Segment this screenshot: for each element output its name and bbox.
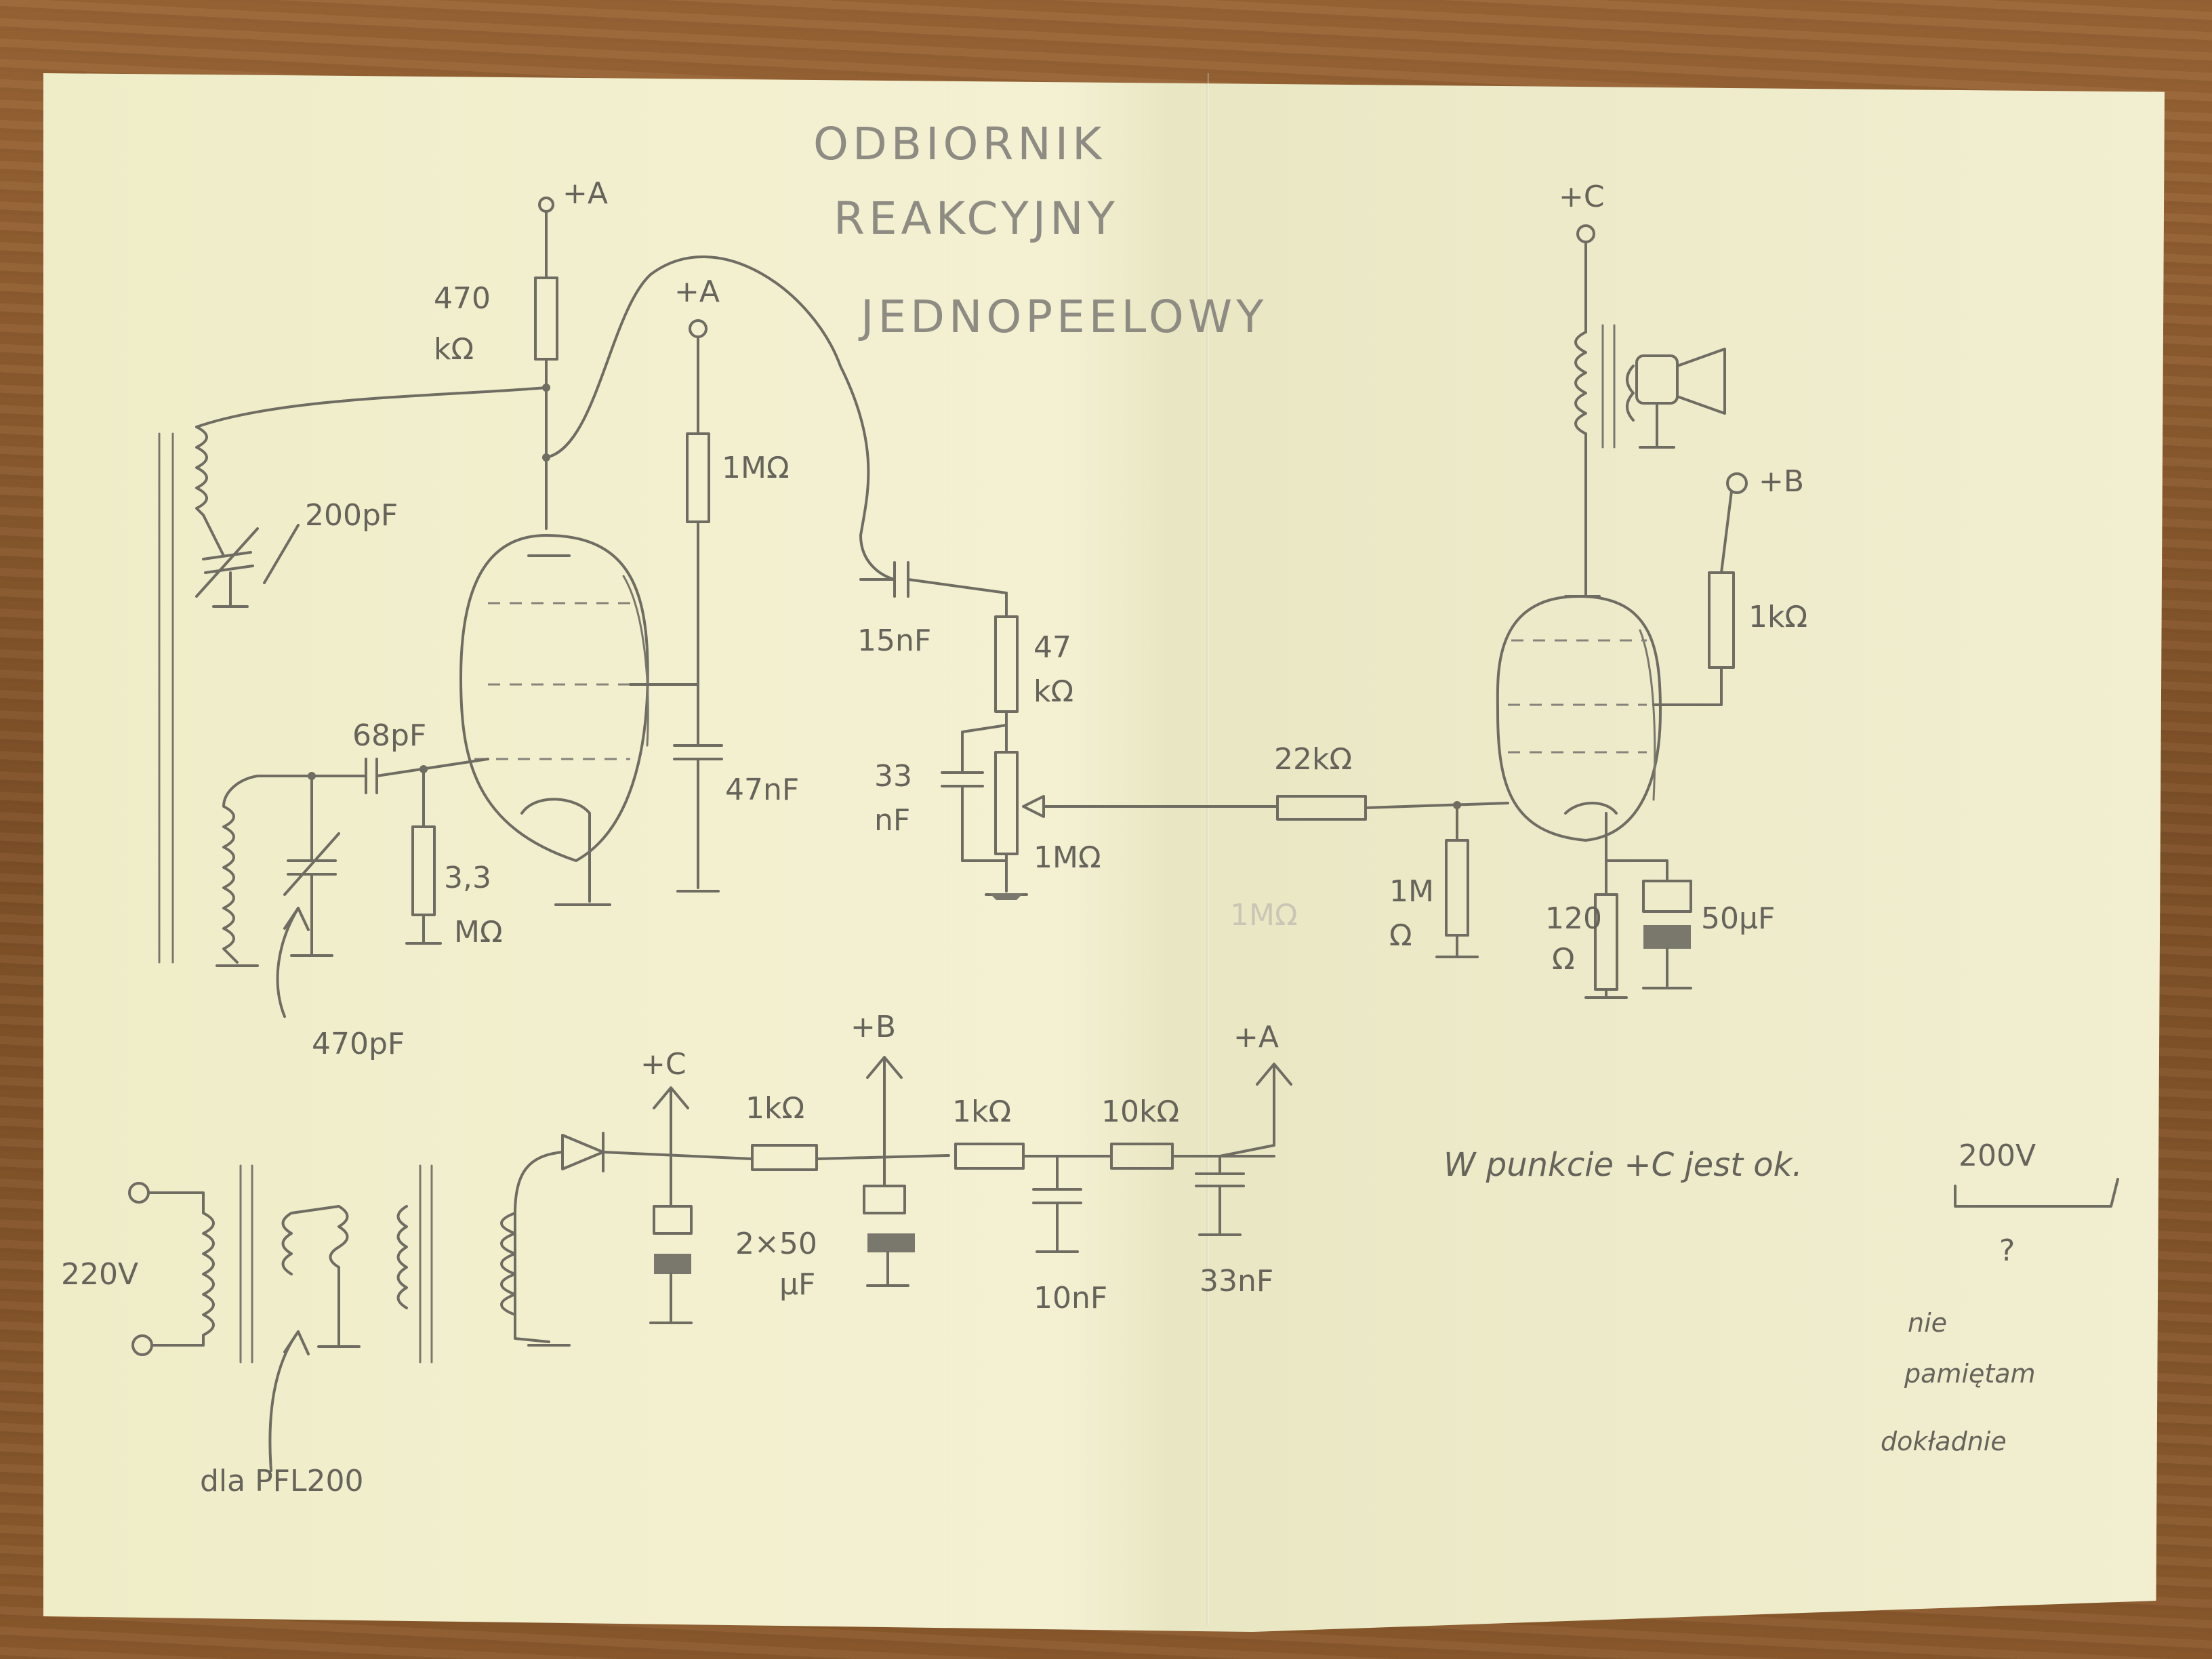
output-grid-resistor-value: 1M xyxy=(1389,874,1434,909)
heater-note: dla PFL200 xyxy=(200,1464,363,1498)
psu-rail-label-plus-c: +C xyxy=(640,1047,687,1082)
paper-fold-line xyxy=(1206,73,1209,1625)
terminal-plus-b xyxy=(1726,472,1748,494)
tuning-cap-label: 200pF xyxy=(305,498,398,533)
cathode-resistor-unit: Ω xyxy=(1552,942,1575,977)
output-stage: +C +B 1kΩ 22kΩ 1M xyxy=(1274,180,1807,999)
output-tube-envelope xyxy=(1496,595,1662,842)
psu-rail-label-plus-b: +B xyxy=(851,1010,896,1044)
rectifier-diode xyxy=(561,1134,605,1170)
potentiometer-label: 1MΩ xyxy=(1033,840,1101,875)
output-transformer-primary xyxy=(1574,331,1587,435)
voltage-value: 200V xyxy=(1959,1139,2036,1173)
anode-resistor-value: 470 xyxy=(434,281,491,316)
psu-resistor-1-label: 1kΩ xyxy=(745,1091,804,1126)
detector-tube-envelope xyxy=(459,534,649,862)
power-supply: 220V dla PFL200 +C 1kΩ xyxy=(61,1010,1292,1498)
screen-resistor-label: 1MΩ xyxy=(722,451,790,485)
screen-resistor xyxy=(686,432,710,523)
handwritten-notes: W punkcie +C jest ok. 200V ? nie pamięta… xyxy=(1443,1139,2119,1456)
filter-caps-value: 2×50 xyxy=(735,1227,817,1261)
volume-potentiometer xyxy=(994,751,1019,855)
input-trim-cap-label: 470pF xyxy=(312,1027,405,1061)
output-grid-resistor-unit: Ω xyxy=(1389,918,1412,953)
coupling-cap-label: 15nF xyxy=(857,623,931,658)
grid-stopper-resistor xyxy=(1276,795,1367,821)
cathode-cap-label: 50μF xyxy=(1701,901,1775,936)
psu-resistor-2 xyxy=(954,1143,1025,1170)
note-line-1: nie xyxy=(1908,1308,1947,1338)
psu-resistor-3 xyxy=(1110,1143,1174,1170)
grid-leak-unit: MΩ xyxy=(454,915,503,949)
mains-terminal-top xyxy=(128,1182,150,1204)
psu-resistor-1 xyxy=(751,1144,818,1171)
psu-rail-label-plus-a: +A xyxy=(1233,1020,1279,1054)
output-tube-cathode xyxy=(1564,802,1618,815)
grid-leak-resistor xyxy=(411,825,436,916)
cathode-resistor-value: 120 xyxy=(1545,901,1602,936)
voltage-note: W punkcie +C jest ok. xyxy=(1443,1146,1803,1184)
filter-cap-1 xyxy=(653,1205,693,1235)
detector-stage: +A 470 kΩ 200pF xyxy=(158,176,896,1061)
note-line-3: dokładnie xyxy=(1881,1427,2007,1456)
underline-bracket xyxy=(1954,1178,2119,1208)
heater-winding xyxy=(281,1205,349,1275)
rail-label-plus-a-1: +A xyxy=(562,176,608,211)
paper-sheet xyxy=(43,73,2165,1632)
transformer-primary xyxy=(147,1191,215,1347)
rail-label-plus-a-2: +A xyxy=(674,274,720,309)
anode-resistor xyxy=(534,276,558,361)
rail-label-plus-b: +B xyxy=(1759,464,1804,499)
title-block: ODBIORNIK REAKCYJNY JEDNOPEELOWY xyxy=(813,118,1267,343)
speaker-magnet xyxy=(1635,354,1679,405)
title-line-3: JEDNOPEELOWY xyxy=(858,291,1267,343)
terminal-plus-a-2 xyxy=(689,319,708,338)
mains-voltage-label: 220V xyxy=(61,1257,138,1292)
anode-resistor-unit: kΩ xyxy=(434,332,474,367)
anode-output-wire xyxy=(545,255,896,581)
grid-cap-label: 68pF xyxy=(352,718,426,753)
output-grid-resistor xyxy=(1445,839,1469,937)
bypass-cap-unit: nF xyxy=(874,803,910,838)
faint-erased-label: 1MΩ xyxy=(1230,898,1298,933)
output-screen-resistor-label: 1kΩ xyxy=(1748,600,1807,634)
rail-label-plus-c: +C xyxy=(1559,180,1605,214)
psu-resistor-3-label: 10kΩ xyxy=(1101,1094,1179,1129)
coupling-network: 15nF 47 kΩ 33 nF 1MΩ 1MΩ xyxy=(857,561,1298,933)
coupling-resistor-unit: kΩ xyxy=(1033,674,1073,709)
psu-resistor-2-label: 1kΩ xyxy=(952,1094,1011,1129)
title-line-1: ODBIORNIK xyxy=(813,118,1105,170)
bypass-cap-value: 33 xyxy=(874,759,912,794)
grid-stopper-label: 22kΩ xyxy=(1274,742,1352,777)
note-line-2: pamiętam xyxy=(1904,1359,2036,1389)
detector-tube-cathode xyxy=(520,798,591,815)
filter-cap-2 xyxy=(863,1185,906,1214)
screen-resistor-1k xyxy=(1708,571,1735,669)
coupling-resistor-value: 47 xyxy=(1033,630,1071,665)
grid-leak-value: 3,3 xyxy=(444,861,491,895)
terminal-plus-a-1 xyxy=(538,197,554,213)
speaker-icon xyxy=(1676,348,1726,415)
terminal-plus-c xyxy=(1576,224,1595,243)
question-mark: ? xyxy=(1999,1233,2015,1268)
cap-33nf-label: 33nF xyxy=(1200,1264,1273,1298)
mains-terminal-bottom xyxy=(131,1334,153,1356)
cathode-electrolytic-cap xyxy=(1642,880,1692,913)
title-line-2: REAKCYJNY xyxy=(834,192,1119,245)
filter-caps-unit: μF xyxy=(779,1267,815,1302)
screen-cap-label: 47nF xyxy=(725,773,799,807)
cap-10nf-label: 10nF xyxy=(1033,1281,1107,1315)
coupling-resistor xyxy=(994,615,1019,713)
